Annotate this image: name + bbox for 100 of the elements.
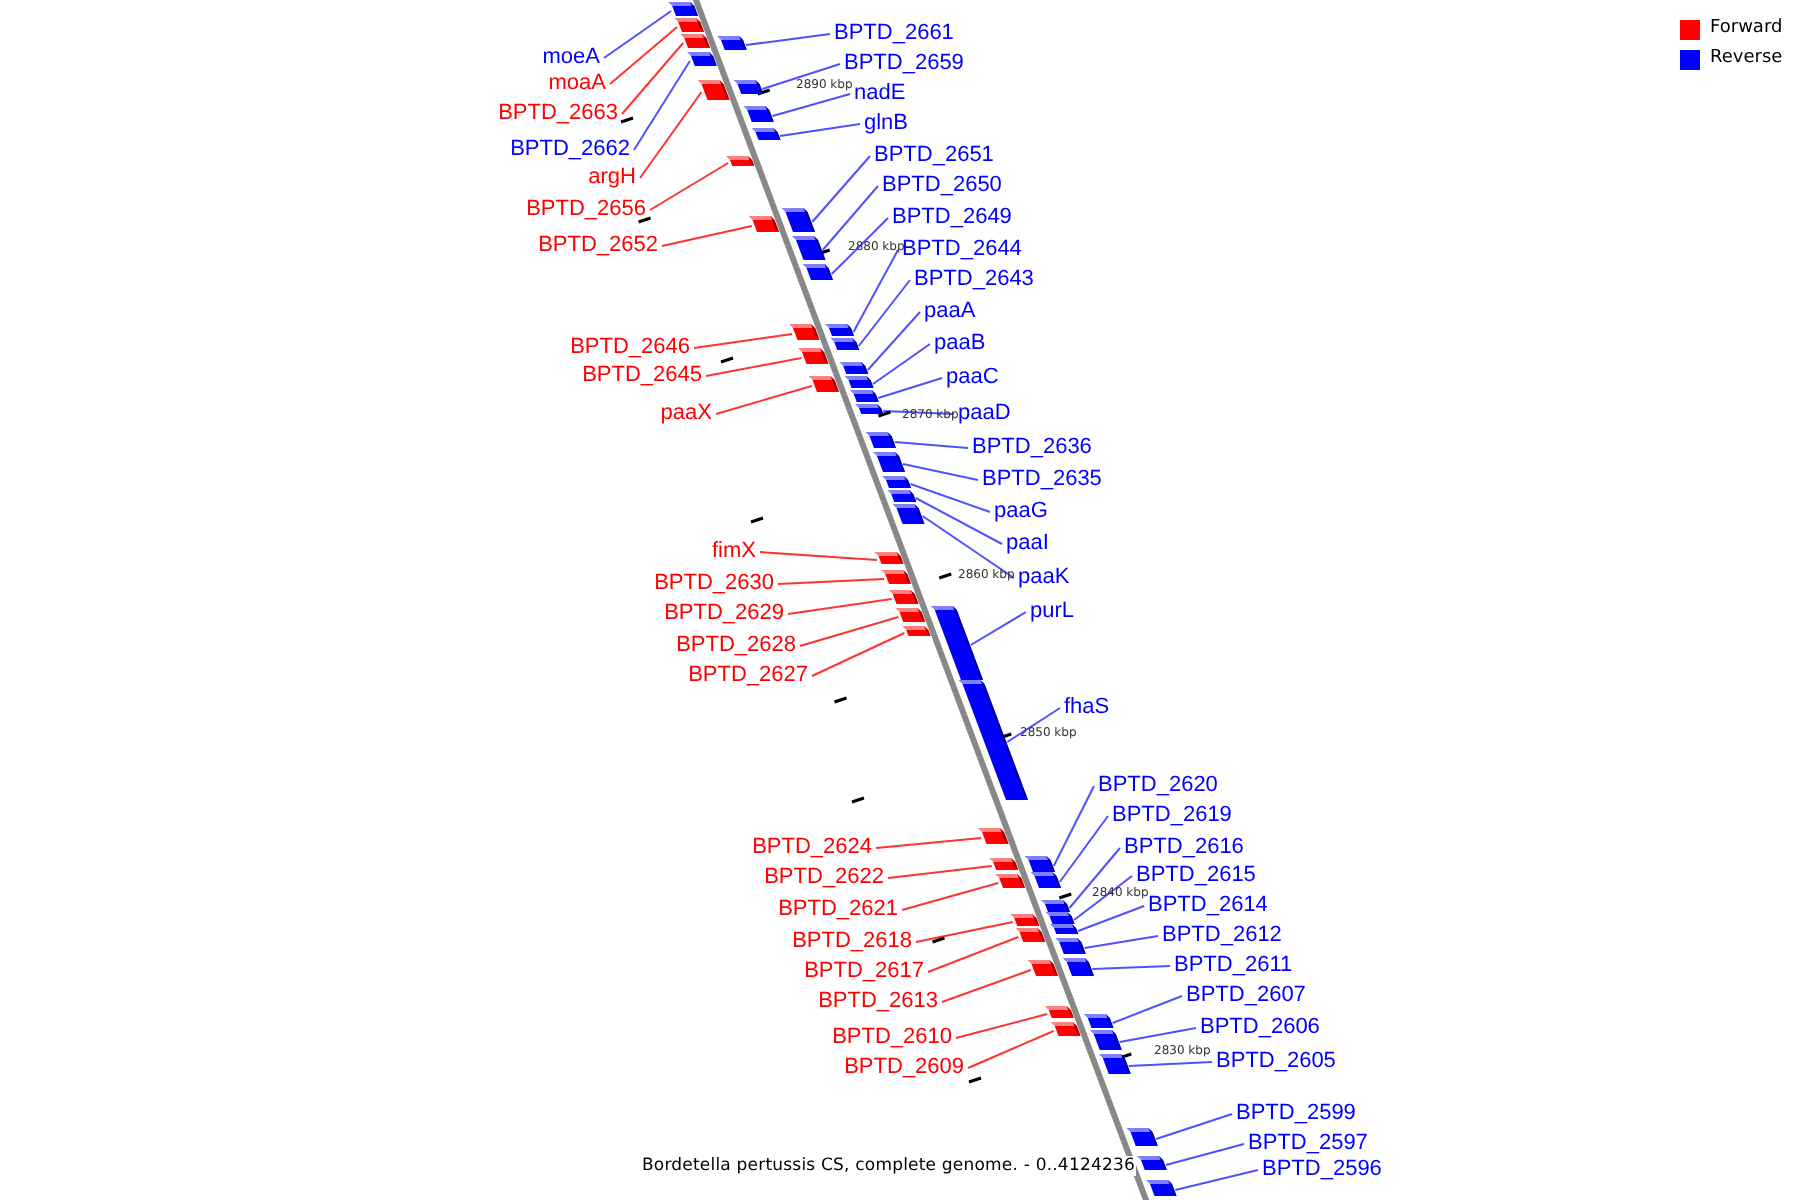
leader-line	[603, 10, 673, 59]
leader-line	[1091, 965, 1171, 970]
reverse-gene-block	[792, 236, 826, 260]
legend-label: Forward	[1710, 18, 1783, 40]
forward-gene-block	[978, 828, 1009, 844]
forward-gene-block	[1044, 1006, 1074, 1018]
leader-line	[821, 185, 879, 251]
gene-label: BPTD_2627	[688, 663, 808, 689]
reverse-gene-block	[1098, 1054, 1131, 1074]
leader-line	[1127, 1061, 1213, 1067]
leader-line	[955, 1013, 1049, 1039]
forward-gene-block	[697, 80, 730, 100]
gene-label: BPTD_2651	[874, 143, 994, 169]
reverse-gene-block	[1126, 1128, 1158, 1146]
forward-gene-block	[789, 324, 820, 340]
leader-line	[661, 225, 753, 247]
reverse-gene-block	[781, 208, 815, 232]
forward-gene-block	[881, 570, 911, 584]
reverse-gene-block	[733, 80, 764, 94]
leader-line	[852, 249, 899, 333]
gene-label: nadE	[854, 81, 906, 107]
leader-line	[1174, 1169, 1259, 1191]
reverse-gene-block	[1041, 900, 1070, 912]
leader-line	[1164, 1143, 1245, 1166]
leader-line	[909, 483, 991, 513]
leader-line	[875, 837, 983, 849]
leader-line	[761, 63, 841, 90]
reverse-gene-block	[873, 452, 905, 472]
reverse-gene-block	[1050, 924, 1079, 934]
gene-label: paaK	[1018, 565, 1070, 591]
reverse-gene-block	[849, 390, 879, 402]
reverse-gene-block	[668, 2, 698, 16]
gene-label: BPTD_2621	[778, 897, 898, 923]
gene-label: BPTD_2610	[832, 1025, 952, 1051]
reverse-gene-block	[930, 606, 983, 680]
leader-line	[1058, 815, 1109, 883]
reverse-gene-block	[1083, 1014, 1114, 1028]
gene-label: BPTD_2605	[1216, 1049, 1336, 1075]
leader-line	[759, 551, 878, 561]
forward-gene-block	[902, 626, 931, 636]
gene-label: BPTD_2629	[664, 601, 784, 627]
gene-label: BPTD_2599	[1236, 1101, 1356, 1127]
leader-line	[967, 1030, 1055, 1069]
gene-label: BPTD_2646	[570, 335, 690, 361]
gene-label: BPTD_2644	[902, 237, 1022, 263]
reverse-gene-block	[751, 128, 781, 140]
forward-gene-block	[798, 348, 829, 364]
reverse-gene-block	[855, 404, 884, 414]
leader-line	[914, 497, 1003, 545]
gene-label: fimX	[712, 539, 756, 565]
reverse-gene-block	[743, 106, 774, 122]
leader-line	[715, 385, 813, 415]
gene-label: paaA	[924, 299, 976, 325]
gene-label: BPTD_2628	[676, 633, 796, 659]
leader-line	[941, 969, 1032, 1003]
forward-gene-block	[808, 376, 839, 392]
gene-label: BPTD_2643	[914, 267, 1034, 293]
leader-line	[771, 93, 851, 117]
gene-label: BPTD_2652	[538, 233, 658, 259]
forward-gene-block	[1027, 960, 1058, 976]
leader-line	[1006, 707, 1061, 743]
gene-label: BPTD_2662	[510, 137, 630, 163]
gene-label: BPTD_2615	[1136, 863, 1256, 889]
gene-label: moeA	[542, 45, 600, 71]
leader-line	[811, 632, 906, 677]
leader-line	[1111, 995, 1183, 1024]
leader-line	[887, 865, 993, 879]
forward-gene-block	[1010, 914, 1040, 926]
gene-label: BPTD_2597	[1248, 1131, 1368, 1157]
reverse-gene-block	[844, 376, 874, 388]
leader-line	[1155, 1113, 1233, 1140]
reverse-gene-block	[825, 324, 854, 336]
gene-label: BPTD_2617	[804, 959, 924, 985]
gene-label: paaC	[946, 365, 999, 391]
gene-label: paaD	[958, 401, 1011, 427]
gene-label: BPTD_2630	[654, 571, 774, 597]
gene-label: BPTD_2612	[1162, 923, 1282, 949]
reverse-gene-block	[687, 52, 717, 66]
legend-label: Reverse	[1710, 48, 1783, 70]
gene-label: BPTD_2656	[526, 197, 646, 223]
gene-label: BPTD_2614	[1148, 893, 1268, 919]
gene-label: BPTD_2663	[498, 101, 618, 127]
forward-gene-block	[995, 874, 1025, 888]
leader-line	[830, 217, 889, 275]
leader-line	[787, 598, 893, 615]
forward-gene-block	[1050, 1022, 1081, 1036]
leader-line	[901, 882, 1000, 911]
gene-label: BPTD_2606	[1200, 1015, 1320, 1041]
gene-label: BPTD_2636	[972, 435, 1092, 461]
leader-line	[915, 921, 1014, 943]
gene-label: BPTD_2635	[982, 467, 1102, 493]
reverse-gene-block	[887, 490, 917, 502]
reverse-gene-block	[1055, 938, 1086, 954]
gene-label: moaA	[548, 71, 606, 97]
leader-line	[705, 357, 803, 377]
reverse-gene-block	[839, 362, 869, 374]
gene-label: BPTD_2611	[1174, 953, 1293, 979]
forward-gene-block	[726, 156, 755, 166]
leader-line	[1073, 875, 1133, 921]
reverse-gene-block	[830, 338, 860, 350]
